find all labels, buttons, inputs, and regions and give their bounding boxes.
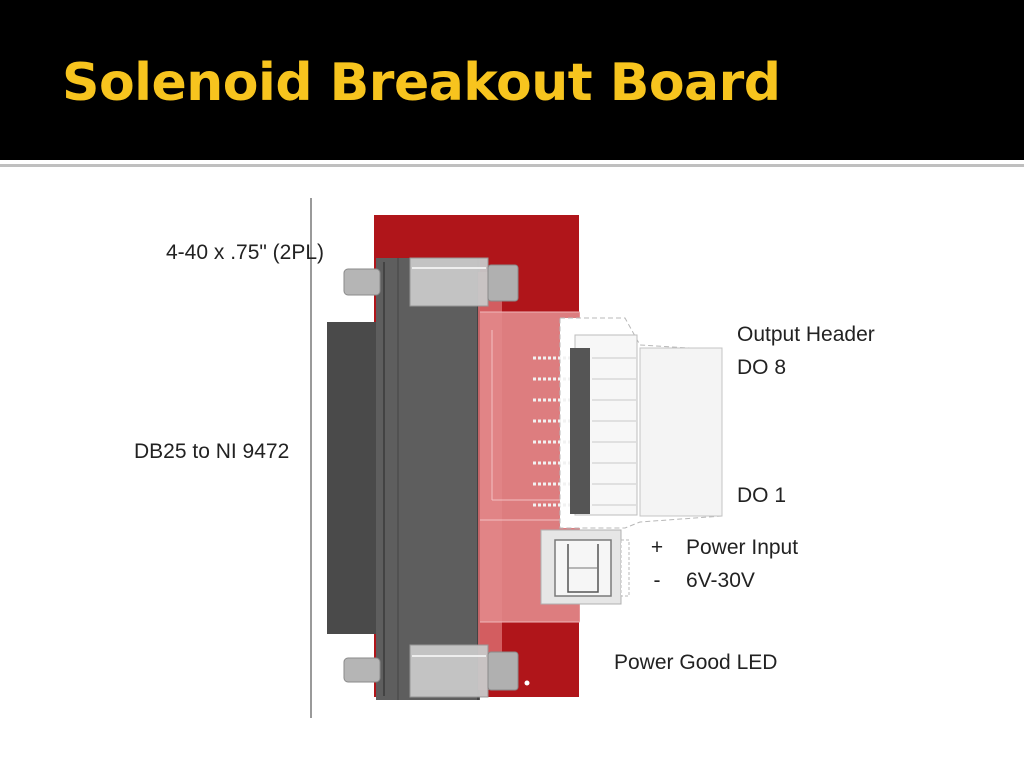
- slide-title: Solenoid Breakout Board: [62, 53, 781, 113]
- power-good-led: [524, 680, 530, 686]
- voltage-range-label: 6V-30V: [686, 569, 755, 592]
- title-bar: Solenoid Breakout Board: [0, 0, 1024, 160]
- output-header-label: Output Header: [737, 323, 875, 346]
- output-header-housing: [559, 317, 723, 529]
- mounting-screws-label: 4-40 x .75" (2PL): [166, 241, 325, 264]
- db25-connector-body: [327, 322, 379, 634]
- power-good-led-label: Power Good LED: [614, 651, 778, 674]
- plus-sign-label: +: [650, 536, 664, 559]
- minus-sign-label: -: [653, 569, 661, 592]
- do1-label: DO 1: [737, 484, 787, 507]
- top-mounting-screw: [343, 257, 519, 307]
- output-header-pins: [533, 356, 636, 507]
- db25-connector-flange: [376, 258, 480, 700]
- power-input-label: Power Input: [686, 536, 799, 559]
- do8-label: DO 8: [737, 356, 787, 379]
- db25-connector-label: DB25 to NI 9472: [134, 440, 290, 463]
- power-input-connector: [540, 529, 630, 605]
- header-divider-shadow: [0, 164, 1024, 167]
- bottom-mounting-screw: [343, 644, 519, 698]
- header-divider: [0, 160, 1024, 164]
